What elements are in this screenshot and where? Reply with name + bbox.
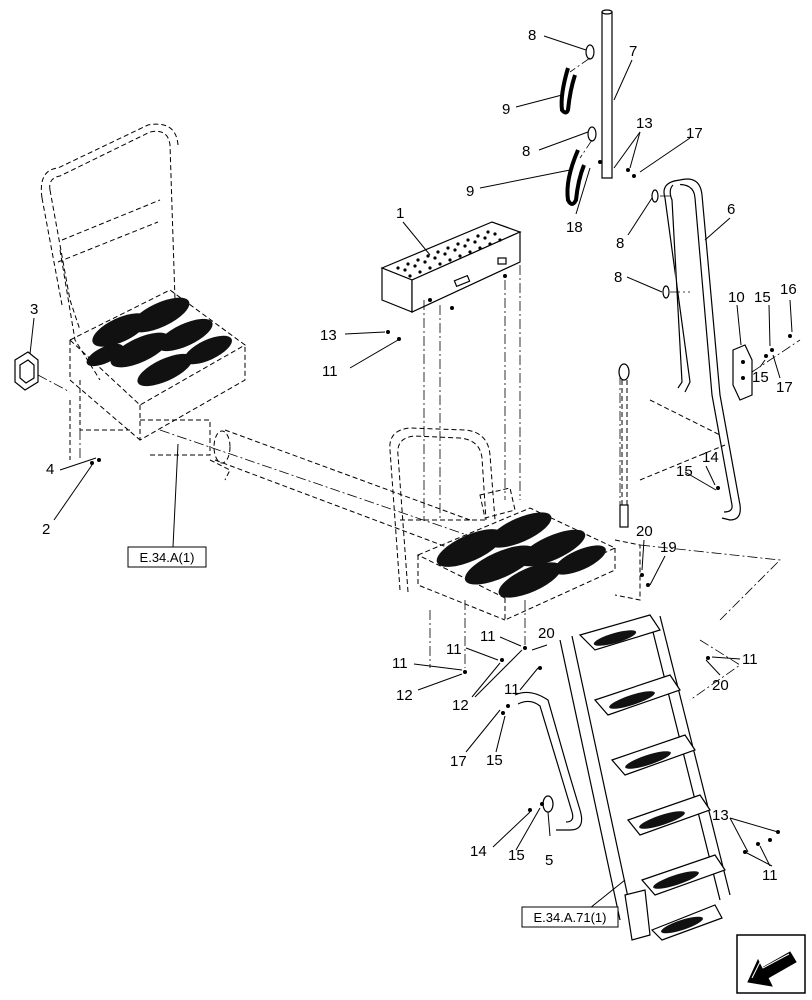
- left-platform-ghost: [40, 123, 246, 460]
- callout-11d: 11: [480, 628, 496, 645]
- callout-14b: 14: [702, 449, 719, 466]
- left-platform-grating: [86, 297, 232, 387]
- callout-11b: 11: [392, 655, 408, 672]
- ladder-steps: [578, 614, 726, 941]
- callout-13c: 13: [712, 807, 729, 824]
- next-page-arrow-icon[interactable]: [736, 934, 806, 994]
- callout-17c: 17: [450, 753, 467, 770]
- callout-1: 1: [396, 205, 404, 222]
- callout-8d: 8: [614, 269, 622, 286]
- callout-8a: 8: [528, 27, 536, 44]
- callout-11c: 11: [446, 641, 462, 658]
- callout-18: 18: [566, 219, 583, 236]
- callout-2: 2: [42, 521, 50, 538]
- callout-11e: 11: [504, 681, 520, 698]
- callout-19: 19: [660, 539, 677, 556]
- callout-6: 6: [727, 201, 735, 218]
- part-7-pole: [569, 9, 613, 179]
- callout-16: 16: [780, 281, 797, 298]
- step-cover-perforations: [396, 230, 502, 278]
- callout-9a: 9: [502, 101, 510, 118]
- alignment-lines: [423, 265, 621, 668]
- reference-label-2[interactable]: E.34.A.71(1): [534, 910, 607, 925]
- callout-17a: 17: [686, 125, 703, 142]
- parts-2-4-hardware: [79, 430, 101, 465]
- callout-13a: 13: [320, 327, 337, 344]
- callout-9b: 9: [466, 183, 474, 200]
- callout-11a: 11: [322, 363, 338, 380]
- callout-20a: 20: [636, 523, 653, 540]
- leader-lines: [29, 35, 793, 909]
- callout-14a: 14: [470, 843, 487, 860]
- reference-box-1[interactable]: E.34.A(1): [127, 546, 207, 568]
- callout-7: 7: [629, 43, 637, 60]
- callout-13b: 13: [636, 115, 653, 132]
- callout-labels: 1 2 3 4 5 6 7 8 8 8 8 9 9 10 11 11 11 11…: [30, 27, 797, 884]
- callout-15e: 15: [752, 369, 769, 386]
- callout-15d: 15: [754, 289, 771, 306]
- callout-11g: 11: [762, 867, 778, 884]
- callout-15c: 15: [486, 752, 503, 769]
- callout-5: 5: [545, 852, 553, 869]
- callout-11f: 11: [742, 651, 758, 668]
- part-6-right-handrail: [639, 178, 741, 521]
- callout-12b: 12: [452, 697, 469, 714]
- reference-label-1[interactable]: E.34.A(1): [140, 550, 195, 565]
- reference-box-2[interactable]: E.34.A.71(1): [521, 906, 619, 928]
- callout-15b: 15: [508, 847, 525, 864]
- callout-20c: 20: [712, 677, 729, 694]
- support-tube-ghost: [159, 429, 471, 553]
- callout-4: 4: [46, 461, 54, 478]
- assembly-outline: [639, 544, 781, 701]
- part-1-step-cover: [380, 221, 522, 313]
- center-platform-grating: [436, 512, 606, 598]
- callout-8b: 8: [522, 143, 530, 160]
- callout-12a: 12: [396, 687, 413, 704]
- part-5-left-handrail: [514, 691, 583, 831]
- callout-10: 10: [728, 289, 745, 306]
- hardware-fasteners: [386, 160, 792, 854]
- callout-3: 3: [30, 301, 38, 318]
- part-9-chains: [559, 67, 586, 206]
- part-3-bracket: [14, 351, 71, 393]
- callout-15a: 15: [676, 463, 693, 480]
- callout-8c: 8: [616, 235, 624, 252]
- callout-17b: 17: [776, 379, 793, 396]
- callout-20b: 20: [538, 625, 555, 642]
- center-platform-ghost: [389, 363, 641, 621]
- ladder-assembly: [559, 614, 731, 941]
